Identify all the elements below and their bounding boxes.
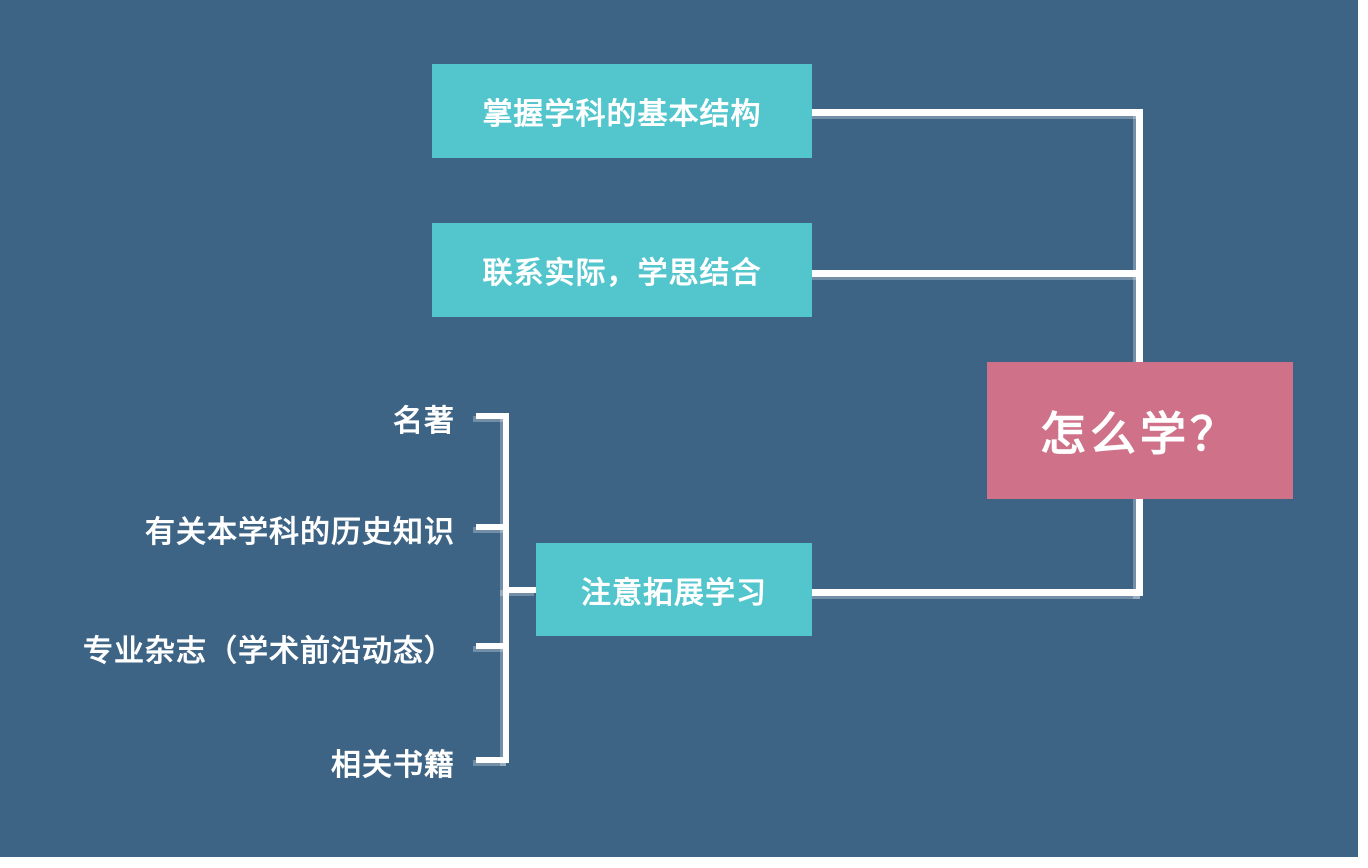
- leaf-label-related-books[interactable]: 相关书籍: [331, 748, 455, 783]
- connector-leaf2-tick: [476, 524, 509, 530]
- connector-leaf1-tick: [476, 413, 509, 419]
- leaf-label-history-knowledge[interactable]: 有关本学科的历史知识: [145, 515, 455, 550]
- connector-trunk-vertical: [1136, 109, 1143, 596]
- connector-branch2-to-trunk: [812, 270, 1143, 277]
- connector-branch1-to-trunk: [812, 109, 1143, 116]
- node-branch-connect-practice[interactable]: 联系实际，学思结合: [432, 223, 812, 317]
- node-branch-expanded-learning[interactable]: 注意拓展学习: [536, 543, 812, 636]
- leaf-label-famous-works[interactable]: 名著: [393, 404, 455, 439]
- connector-leaf3-tick: [476, 643, 509, 649]
- connector-bracket-to-branch3: [503, 587, 537, 593]
- leaf-label-professional-journals[interactable]: 专业杂志（学术前沿动态）: [83, 634, 455, 669]
- connector-branch3-to-trunk: [812, 589, 1143, 596]
- connector-leaf4-tick: [476, 757, 509, 763]
- node-root-how-to-learn[interactable]: 怎么学？: [987, 362, 1293, 499]
- node-branch-basic-structure[interactable]: 掌握学科的基本结构: [432, 64, 812, 158]
